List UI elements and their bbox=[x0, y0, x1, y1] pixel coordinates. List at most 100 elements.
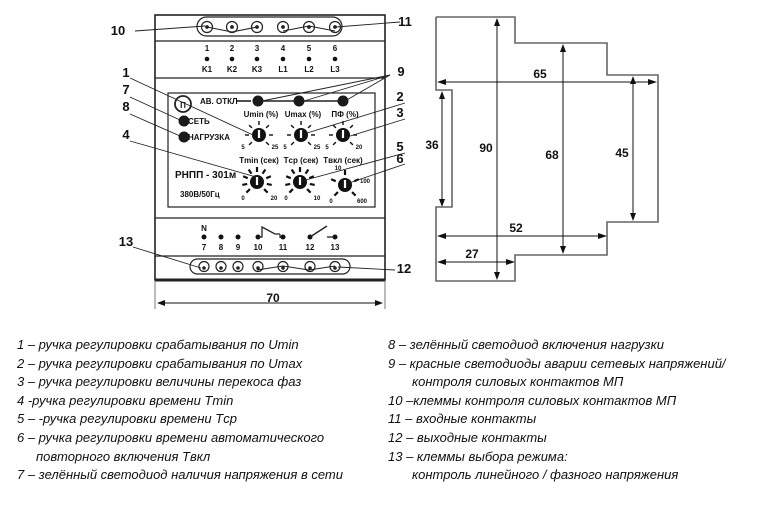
legend-item: 1 – ручка регулировки срабатывания по Um… bbox=[17, 337, 299, 352]
legend-item: 4 -ручка регулировки времени Tmin bbox=[17, 392, 234, 408]
knob-tick bbox=[248, 124, 253, 129]
callout-8: 8 bbox=[122, 99, 129, 114]
knob-max: 20 bbox=[271, 196, 278, 202]
callout-9: 9 bbox=[397, 64, 404, 79]
screw-center bbox=[333, 25, 337, 29]
knob-tick bbox=[266, 182, 272, 187]
red-led-3 bbox=[337, 95, 349, 107]
legend-item: 10 –клеммы контроля силовых контактов МП bbox=[388, 392, 677, 408]
knob-max: 10 bbox=[314, 196, 321, 202]
top-terminal-label: L2 bbox=[304, 65, 314, 74]
knob-min: 5 bbox=[325, 145, 329, 151]
green-led-load bbox=[178, 131, 190, 143]
callout-5: 5 bbox=[396, 139, 403, 154]
load-led-label: НАГРУЗКА bbox=[188, 133, 230, 142]
no-contact-symbol bbox=[309, 225, 328, 238]
knob-2[interactable]: Umax (%) 5 25 bbox=[283, 110, 321, 151]
knob-3[interactable]: ПФ (%) 5 20 bbox=[325, 110, 363, 151]
voltage-rating: 380В/50Гц bbox=[180, 190, 220, 199]
knob-tick bbox=[330, 178, 337, 183]
housing-outline bbox=[154, 14, 386, 281]
legend-item: 2 – ручка регулировки срабатывания по Um… bbox=[17, 355, 303, 371]
svg-text:П: П bbox=[180, 101, 186, 110]
callout-3: 3 bbox=[396, 105, 403, 120]
screw-center bbox=[308, 266, 312, 270]
knob-title: ПФ (%) bbox=[331, 110, 359, 119]
knob-tick bbox=[247, 168, 253, 175]
callout-4: 4 bbox=[122, 127, 130, 142]
knob-tick bbox=[309, 182, 315, 187]
dim-68: 68 bbox=[545, 148, 559, 162]
knob-max: 20 bbox=[356, 145, 363, 151]
knob-4[interactable]: Tmin (сек) 0 20 bbox=[239, 156, 279, 202]
knob-tick bbox=[308, 175, 315, 180]
bottom-terminal-number: 8 bbox=[219, 243, 224, 252]
legend-item: 7 – зелённый светодиод наличия напряжени… bbox=[17, 467, 343, 483]
front-view bbox=[154, 14, 386, 282]
knob-title: Tmin (сек) bbox=[239, 156, 279, 165]
knob-tick bbox=[265, 175, 272, 180]
screw-center bbox=[202, 266, 206, 270]
callout-6: 6 bbox=[396, 151, 403, 166]
knob-tick bbox=[306, 188, 312, 194]
legend-item: 3 – ручка регулировки величины перекоса … bbox=[17, 374, 302, 390]
callout-leaders bbox=[129, 21, 406, 271]
bottom-terminal-number: 11 bbox=[279, 243, 288, 252]
knob-tick bbox=[265, 124, 270, 129]
bottom-strip-outline bbox=[189, 258, 351, 275]
screw-center bbox=[333, 266, 337, 270]
legend-item: 5 – -ручка регулировки времени Tср bbox=[17, 411, 237, 427]
top-terminal-number: 4 bbox=[281, 44, 286, 53]
legend-item: контроль линейного / фазного напряжения bbox=[412, 467, 679, 483]
top-terminal-number: 2 bbox=[230, 44, 235, 53]
knob-tick bbox=[290, 124, 295, 129]
legend-item: 8 – зелённый светодиод включения нагрузк… bbox=[388, 337, 664, 352]
legend-left: 1 – ручка регулировки срабатывания по Um… bbox=[17, 336, 343, 485]
legend-item: 6 – ручка регулировки времени автоматиче… bbox=[17, 429, 325, 445]
profile-outline bbox=[435, 16, 659, 282]
knob-tick bbox=[242, 182, 248, 187]
knob-tick bbox=[261, 168, 267, 175]
bottom-terminal-number: 13 bbox=[331, 243, 340, 252]
knob-tick bbox=[332, 141, 337, 146]
knob-tick bbox=[288, 188, 294, 194]
bottom-terminal-number: 12 bbox=[306, 243, 315, 252]
knob-min: 5 bbox=[283, 145, 287, 151]
top-terminal-strip bbox=[196, 16, 343, 37]
terminal-dot bbox=[204, 56, 210, 62]
screw-center bbox=[230, 25, 234, 29]
callout-1: 1 bbox=[122, 65, 129, 80]
legend-item: контроля силовых контактов МП bbox=[412, 374, 624, 390]
knob-mid-low: 10 bbox=[335, 166, 342, 172]
knob-title: Tвкл (сек) bbox=[323, 156, 363, 165]
knob-title: Umax (%) bbox=[285, 110, 322, 119]
width-dim-label: 70 bbox=[266, 291, 280, 305]
legend-right: 8 – зелённый светодиод включения нагрузк… bbox=[388, 336, 726, 485]
top-terminal-number: 6 bbox=[333, 44, 338, 53]
dim-52: 52 bbox=[509, 221, 523, 235]
terminal-dot bbox=[201, 234, 207, 240]
terminal-dot bbox=[229, 56, 235, 62]
bottom-terminal-number: 7 bbox=[202, 243, 207, 252]
top-terminal-label: K3 bbox=[252, 65, 263, 74]
screw-center bbox=[219, 266, 223, 270]
av-otkl-label: АВ. ОТКЛ bbox=[200, 97, 238, 106]
knob-tick bbox=[290, 168, 296, 175]
knob-min: 0 bbox=[241, 196, 245, 202]
knob-max: 25 bbox=[314, 145, 321, 151]
legend-item: повторного включения Tвкл bbox=[36, 448, 211, 464]
terminal-dot bbox=[235, 234, 241, 240]
width-dimension: 70 bbox=[154, 280, 386, 309]
callout-7: 7 bbox=[122, 82, 129, 97]
top-terminal-number: 3 bbox=[255, 44, 260, 53]
bottom-terminal-strip bbox=[189, 258, 351, 275]
terminal-link-11 bbox=[282, 25, 336, 32]
knob-min: 0 bbox=[284, 196, 288, 202]
